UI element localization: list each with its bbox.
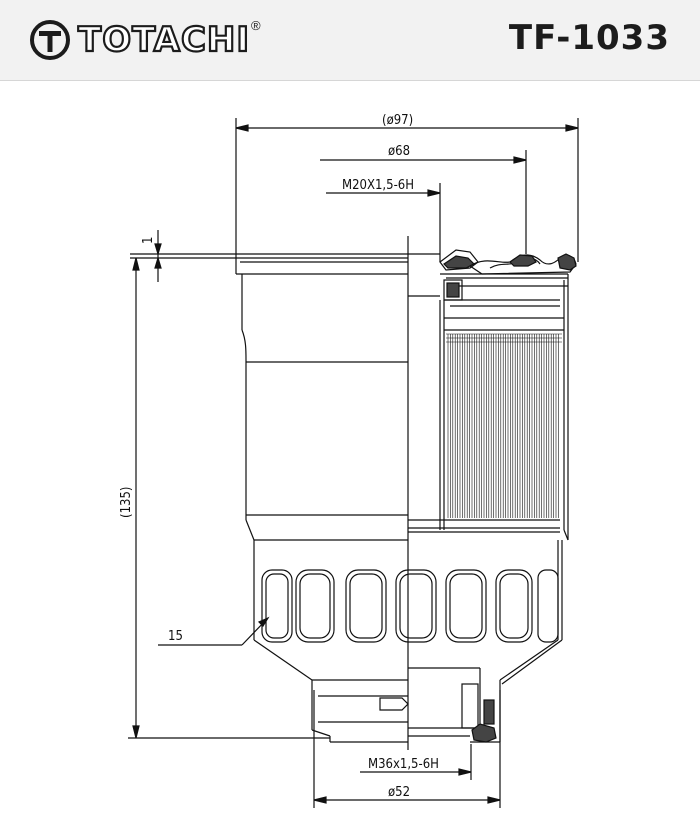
gasket-seal	[439, 249, 577, 743]
filter-body-outer	[235, 257, 409, 743]
brand-name: TOTACHI	[77, 19, 251, 61]
label-height: (135)	[119, 487, 134, 518]
registered-mark: ®	[251, 18, 261, 33]
label-outer-diameter: (ø97)	[382, 113, 413, 128]
label-bottom-thread: M36x1,5-6H	[368, 757, 439, 772]
filter-body-section	[408, 274, 569, 743]
brand-emblem-icon	[30, 20, 70, 60]
label-gasket-offset: 1	[141, 237, 156, 244]
technical-drawing: (ø97) ø68 M20X1,5-6H 1 (135) 15 M36x1,5-…	[119, 113, 579, 808]
label-bottom-diameter: ø52	[388, 785, 410, 800]
dim-gasket-offset	[130, 230, 440, 282]
dim-outer-diameter	[235, 118, 579, 262]
filter-media	[446, 333, 562, 518]
grip-ribs	[261, 569, 559, 643]
dim-gasket-diameter	[320, 150, 527, 254]
brand-logo: TOTACHI ®	[28, 14, 261, 66]
label-gasket-diameter: ø68	[388, 144, 410, 159]
dim-height	[128, 257, 330, 739]
dim-top-thread	[326, 183, 441, 262]
part-number: TF-1033	[508, 18, 670, 58]
label-ribs: 15	[168, 629, 183, 644]
dim-bottom-thread	[360, 744, 472, 780]
label-top-thread: M20X1,5-6H	[342, 178, 414, 193]
header-bar: TOTACHI ® TF-1033	[0, 0, 700, 81]
